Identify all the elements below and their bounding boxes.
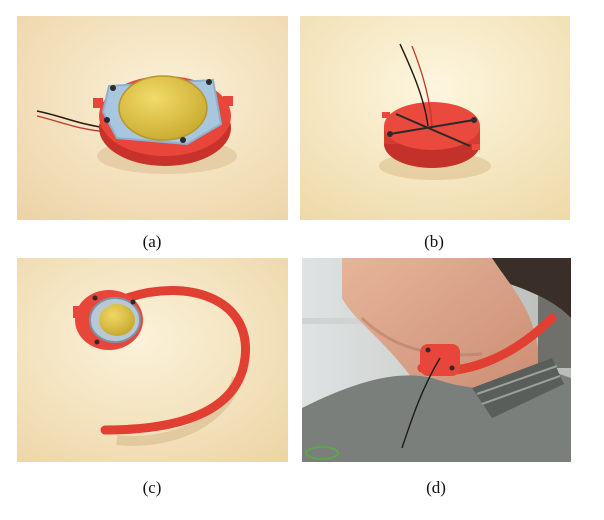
photo-panel-b	[300, 16, 570, 220]
panel-caption-c: (c)	[142, 478, 162, 497]
neckband-photo	[17, 258, 288, 462]
sensor-housing-photo	[17, 16, 288, 220]
photo-panel-c	[17, 258, 288, 462]
panel-caption-a: (a)	[142, 232, 162, 251]
photo-panel-a	[17, 16, 288, 220]
sealed-sensor-photo	[300, 16, 570, 220]
photo-panel-d	[302, 258, 571, 462]
panel-caption-d: (d)	[426, 478, 446, 497]
panel-caption-b: (b)	[424, 232, 444, 251]
worn-device-photo	[302, 258, 571, 462]
